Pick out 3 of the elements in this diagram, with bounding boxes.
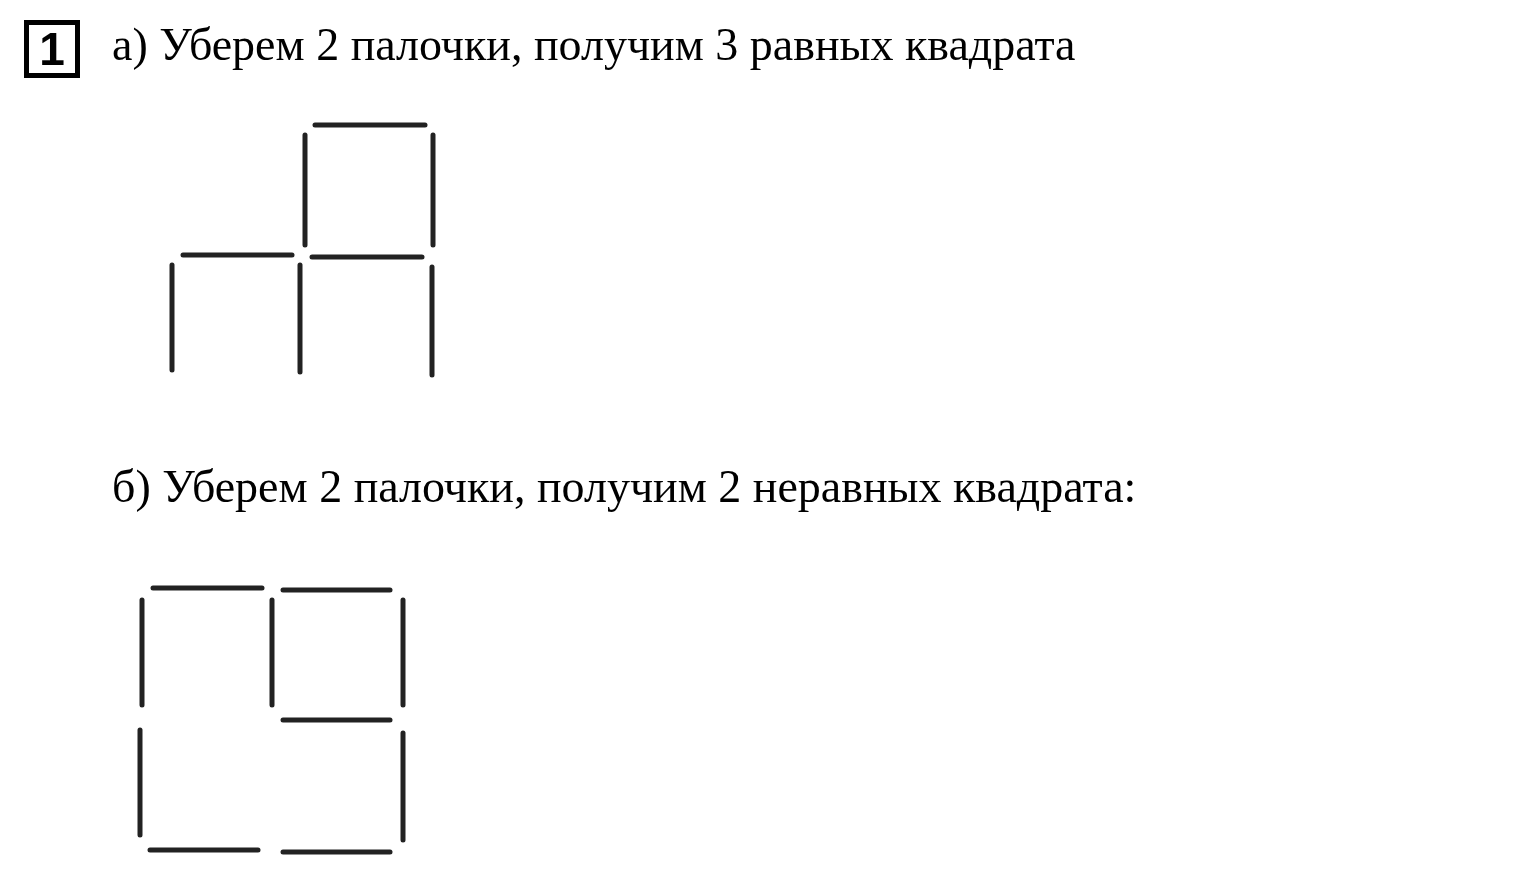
task-number: 1 [24,20,80,78]
task-text: б) Уберем 2 палочки, получим 2 неравных квадрата: [112,460,1137,514]
task-text: а) Уберем 2 палочки, получим 3 равных квадрата [112,18,1076,72]
